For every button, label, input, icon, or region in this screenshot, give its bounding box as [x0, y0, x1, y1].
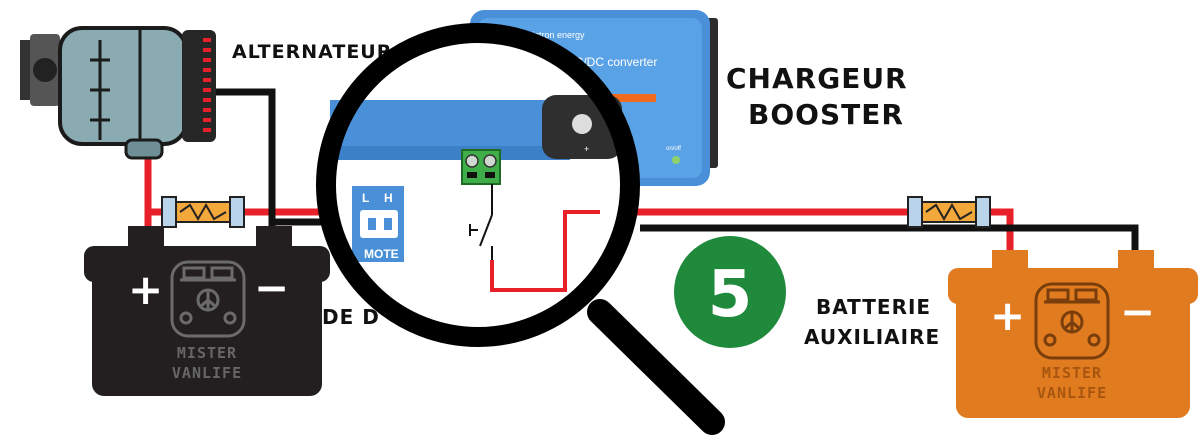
alternator-icon	[20, 26, 216, 160]
switch-icon	[469, 214, 493, 260]
terminal-block-icon	[461, 149, 501, 185]
zoomed-view: + L H MOTE	[330, 95, 622, 292]
label-aux-line1: BATTERIE	[816, 295, 931, 319]
zoom-plus: +	[584, 144, 589, 154]
van-icon	[170, 260, 246, 338]
van-icon	[1034, 282, 1110, 360]
label-alternator: ALTERNATEUR	[232, 41, 392, 63]
label-charger-line1: CHARGEUR	[726, 62, 908, 95]
converter-product: DC/DC converter	[566, 55, 657, 69]
aux-battery: + − MISTER VANLIFE	[948, 250, 1198, 418]
remote-h: H	[384, 191, 393, 205]
fuse-icon-aux	[907, 196, 991, 228]
wire-black-alternator	[215, 88, 276, 230]
aux-battery-plus: +	[990, 291, 1026, 340]
converter-onoff: on/off	[666, 146, 681, 152]
label-aux-line2: AUXILIAIRE	[804, 325, 940, 349]
fuse-icon	[161, 196, 245, 228]
start-battery-minus: −	[254, 263, 290, 312]
label-charger-line2: BOOSTER	[748, 98, 904, 131]
remote-text: MOTE	[364, 247, 399, 261]
label-start-battery: DE D	[322, 305, 380, 329]
step-number: 5	[708, 258, 753, 332]
start-battery: + − MISTER VANLIFE	[84, 226, 330, 396]
aux-battery-brand-line2: VANLIFE	[1037, 384, 1107, 402]
step-badge: 5	[674, 236, 786, 348]
magnifier-icon: + L H MOTE	[316, 23, 725, 435]
remote-l: L	[362, 191, 369, 205]
start-battery-brand-line1: MISTER	[177, 344, 237, 362]
aux-battery-minus: −	[1120, 287, 1156, 336]
start-battery-plus: +	[128, 265, 164, 314]
aux-battery-brand-line1: MISTER	[1042, 364, 1102, 382]
start-battery-brand-line2: VANLIFE	[172, 364, 242, 382]
converter-brand: victron energy	[528, 30, 585, 40]
